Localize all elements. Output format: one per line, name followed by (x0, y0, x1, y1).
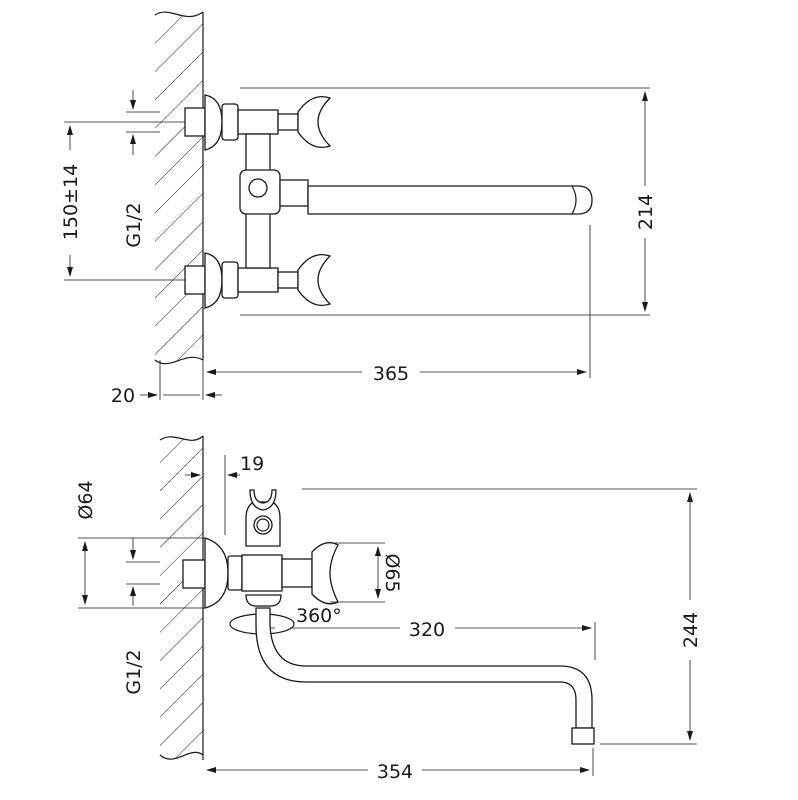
dim-label-354: 354 (377, 761, 413, 783)
dim-label-150-14: 150±14 (60, 164, 82, 240)
dim-label-19: 19 (240, 453, 264, 475)
lower-valve (184, 252, 332, 309)
dim-label-o64: Ø64 (75, 480, 97, 519)
side-mixer-body (182, 489, 339, 609)
dim-label-214: 214 (635, 194, 657, 230)
top-view: 214 365 20 150±14 G1/2 (60, 11, 657, 407)
dim-label-g12-top: G1/2 (123, 202, 145, 247)
dim-label-244: 244 (680, 612, 702, 648)
dim-label-20: 20 (111, 385, 135, 407)
dim-label-365: 365 (373, 363, 409, 385)
dim-label-360: 360° (296, 605, 342, 627)
dim-label-320: 320 (409, 619, 445, 641)
wall-section-side (160, 436, 203, 760)
dim-label-g12-side: G1/2 (123, 649, 145, 694)
dim-label-o65: Ø65 (381, 553, 403, 592)
mixer-body (239, 133, 309, 269)
side-view: 360° 19 Ø64 G1/2 Ø65 320 244 354 (75, 435, 702, 783)
aerator (571, 727, 595, 745)
spout (307, 185, 593, 215)
wall-section (155, 12, 203, 364)
